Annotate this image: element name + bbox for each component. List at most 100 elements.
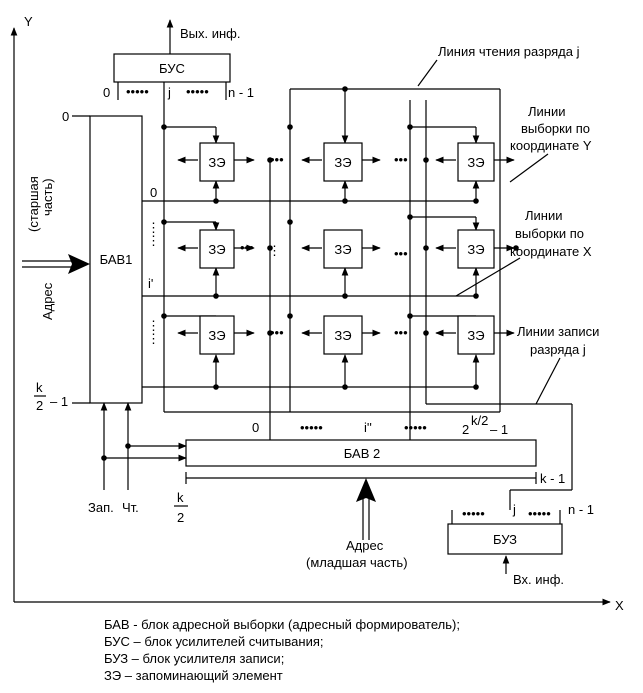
bav2-frac-2: 2	[177, 510, 184, 525]
write-line-label-2: разряда j	[530, 342, 586, 357]
read-line-label: Линия чтения разряда j	[438, 44, 580, 59]
ellipsis: •••	[240, 240, 254, 255]
x-axis-label: X	[615, 598, 624, 613]
buz-input-label: Вх. инф.	[513, 572, 564, 587]
bav2-right-base: 2	[462, 422, 469, 437]
bav1-dots-bottom-2: ⋮	[147, 331, 160, 346]
read-control-label: Чт.	[122, 500, 139, 515]
junction	[267, 245, 273, 251]
legend-item-bav: БАВ - блок адресной выборки (адресный фо…	[104, 617, 460, 632]
junction	[287, 219, 293, 225]
bus-dots-right: •••••	[186, 84, 209, 99]
bav1-row0-label: 0	[150, 185, 157, 200]
cell-label: ЗЭ	[467, 328, 484, 343]
ellipsis: •••	[270, 325, 284, 340]
bav2-frac-k: k	[177, 490, 184, 505]
bav1-box	[89, 115, 143, 404]
buz-block: БУЗ ••••• j ••••• n - 1 Вх. инф.	[447, 502, 594, 587]
bus-pin-0-label: 0	[103, 85, 110, 100]
bus-output-label: Вых. инф.	[180, 26, 241, 41]
junction	[473, 293, 479, 299]
cell-r2-c1	[323, 315, 363, 355]
bav2-block: БАВ 2 0 ••••• i'' ••••• 2 k/2 – 1 k 2 k …	[174, 393, 565, 570]
cell-label: ЗЭ	[208, 155, 225, 170]
bav1-dots-top: ⋮	[147, 220, 160, 235]
ellipsis: •••	[394, 152, 408, 167]
junction-dots	[161, 86, 519, 390]
junction	[213, 384, 219, 390]
cell-label: ЗЭ	[334, 155, 351, 170]
buz-label: БУЗ	[493, 532, 517, 547]
buz-mid-label: j	[512, 502, 516, 517]
cell-r0-c0	[199, 142, 235, 182]
bav1-address-arrow	[68, 254, 90, 274]
junction	[287, 313, 293, 319]
y-select-label-3: координате Y	[510, 138, 592, 153]
junction	[161, 219, 167, 225]
bav2-right-suffix: – 1	[490, 422, 508, 437]
x-select-label-1: Линии	[525, 208, 563, 223]
buz-dots-right: •••••	[528, 506, 551, 521]
bav2-label: БАВ 2	[344, 446, 380, 461]
junction	[407, 124, 413, 130]
annotations: Линия чтения разряда j Линии выборки по …	[417, 44, 599, 405]
write-line-pointer	[535, 357, 561, 405]
x-select-label-3: координате X	[510, 244, 592, 259]
junction	[513, 245, 519, 251]
write-line-label-1: Линии записи	[517, 324, 599, 339]
y-select-label-2: выборки по	[521, 121, 590, 136]
legend-item-ze: ЗЭ – запоминающий элемент	[104, 668, 283, 683]
ellipsis: •••	[394, 325, 408, 340]
y-select-pointer	[509, 153, 549, 183]
write-control-label: Зап.	[88, 500, 114, 515]
cell-r0-c1	[323, 142, 363, 182]
bav2-dots-left: •••••	[300, 420, 323, 435]
junction	[101, 455, 107, 461]
x-select-label-2: выборки по	[515, 226, 584, 241]
junction	[161, 124, 167, 130]
junction	[423, 245, 429, 251]
junction	[342, 198, 348, 204]
bav1-rowi-label: i'	[148, 276, 153, 291]
x-select-pointer	[455, 257, 521, 297]
bav2-address-label: Адрес	[346, 538, 384, 553]
bus-label: БУС	[159, 61, 185, 76]
cell-label: ЗЭ	[467, 155, 484, 170]
cell-label: ЗЭ	[208, 328, 225, 343]
cell-r1-c2	[457, 229, 495, 269]
cell-label: ЗЭ	[467, 242, 484, 257]
bav1-bottom-2: 2	[36, 398, 43, 413]
cell-label: ЗЭ	[334, 328, 351, 343]
bav1-address-part-2: часть)	[40, 178, 55, 216]
bus-block: БУС Вых. инф. 0 ••••• j ••••• n - 1	[103, 19, 254, 100]
bus-dots-left: •••••	[126, 84, 149, 99]
matrix-ellipses: ••• ••• ••• ••• ••• ••• ⋮	[240, 152, 408, 340]
junction	[473, 384, 479, 390]
cell-r2-c0	[199, 315, 235, 355]
cell-r1-c0	[199, 229, 235, 269]
bav2-right-exp: k/2	[471, 413, 488, 428]
bus-pin-j-label: j	[167, 85, 171, 100]
junction	[342, 86, 348, 92]
bav2-address-arrow	[356, 478, 376, 502]
bav2-box	[185, 439, 537, 467]
junction	[407, 214, 413, 220]
cell-label: ЗЭ	[208, 242, 225, 257]
bav2-width-right-label: k - 1	[540, 471, 565, 486]
bav1-bottom-k: k	[36, 380, 43, 395]
bav1-dots-bottom: ⋮	[147, 318, 160, 333]
legend-item-bus: БУС – блок усилителей считывания;	[104, 634, 324, 649]
bav2-dots-right: •••••	[404, 420, 427, 435]
bav1-address-part-1: (старшая	[26, 176, 41, 232]
junction	[267, 157, 273, 163]
control-inputs: Зап. Чт.	[88, 402, 187, 515]
buz-box	[447, 523, 563, 555]
junction	[125, 443, 131, 449]
buz-right-label: n - 1	[568, 502, 594, 517]
buz-dots-left: •••••	[462, 506, 485, 521]
bav2-left-label: 0	[252, 420, 259, 435]
bus-pin-n-label: n - 1	[228, 85, 254, 100]
cell-label: ЗЭ	[334, 242, 351, 257]
memory-cells: ЗЭ ЗЭ ЗЭ ЗЭ ЗЭ ЗЭ ЗЭ ЗЭ ЗЭ	[199, 142, 495, 355]
